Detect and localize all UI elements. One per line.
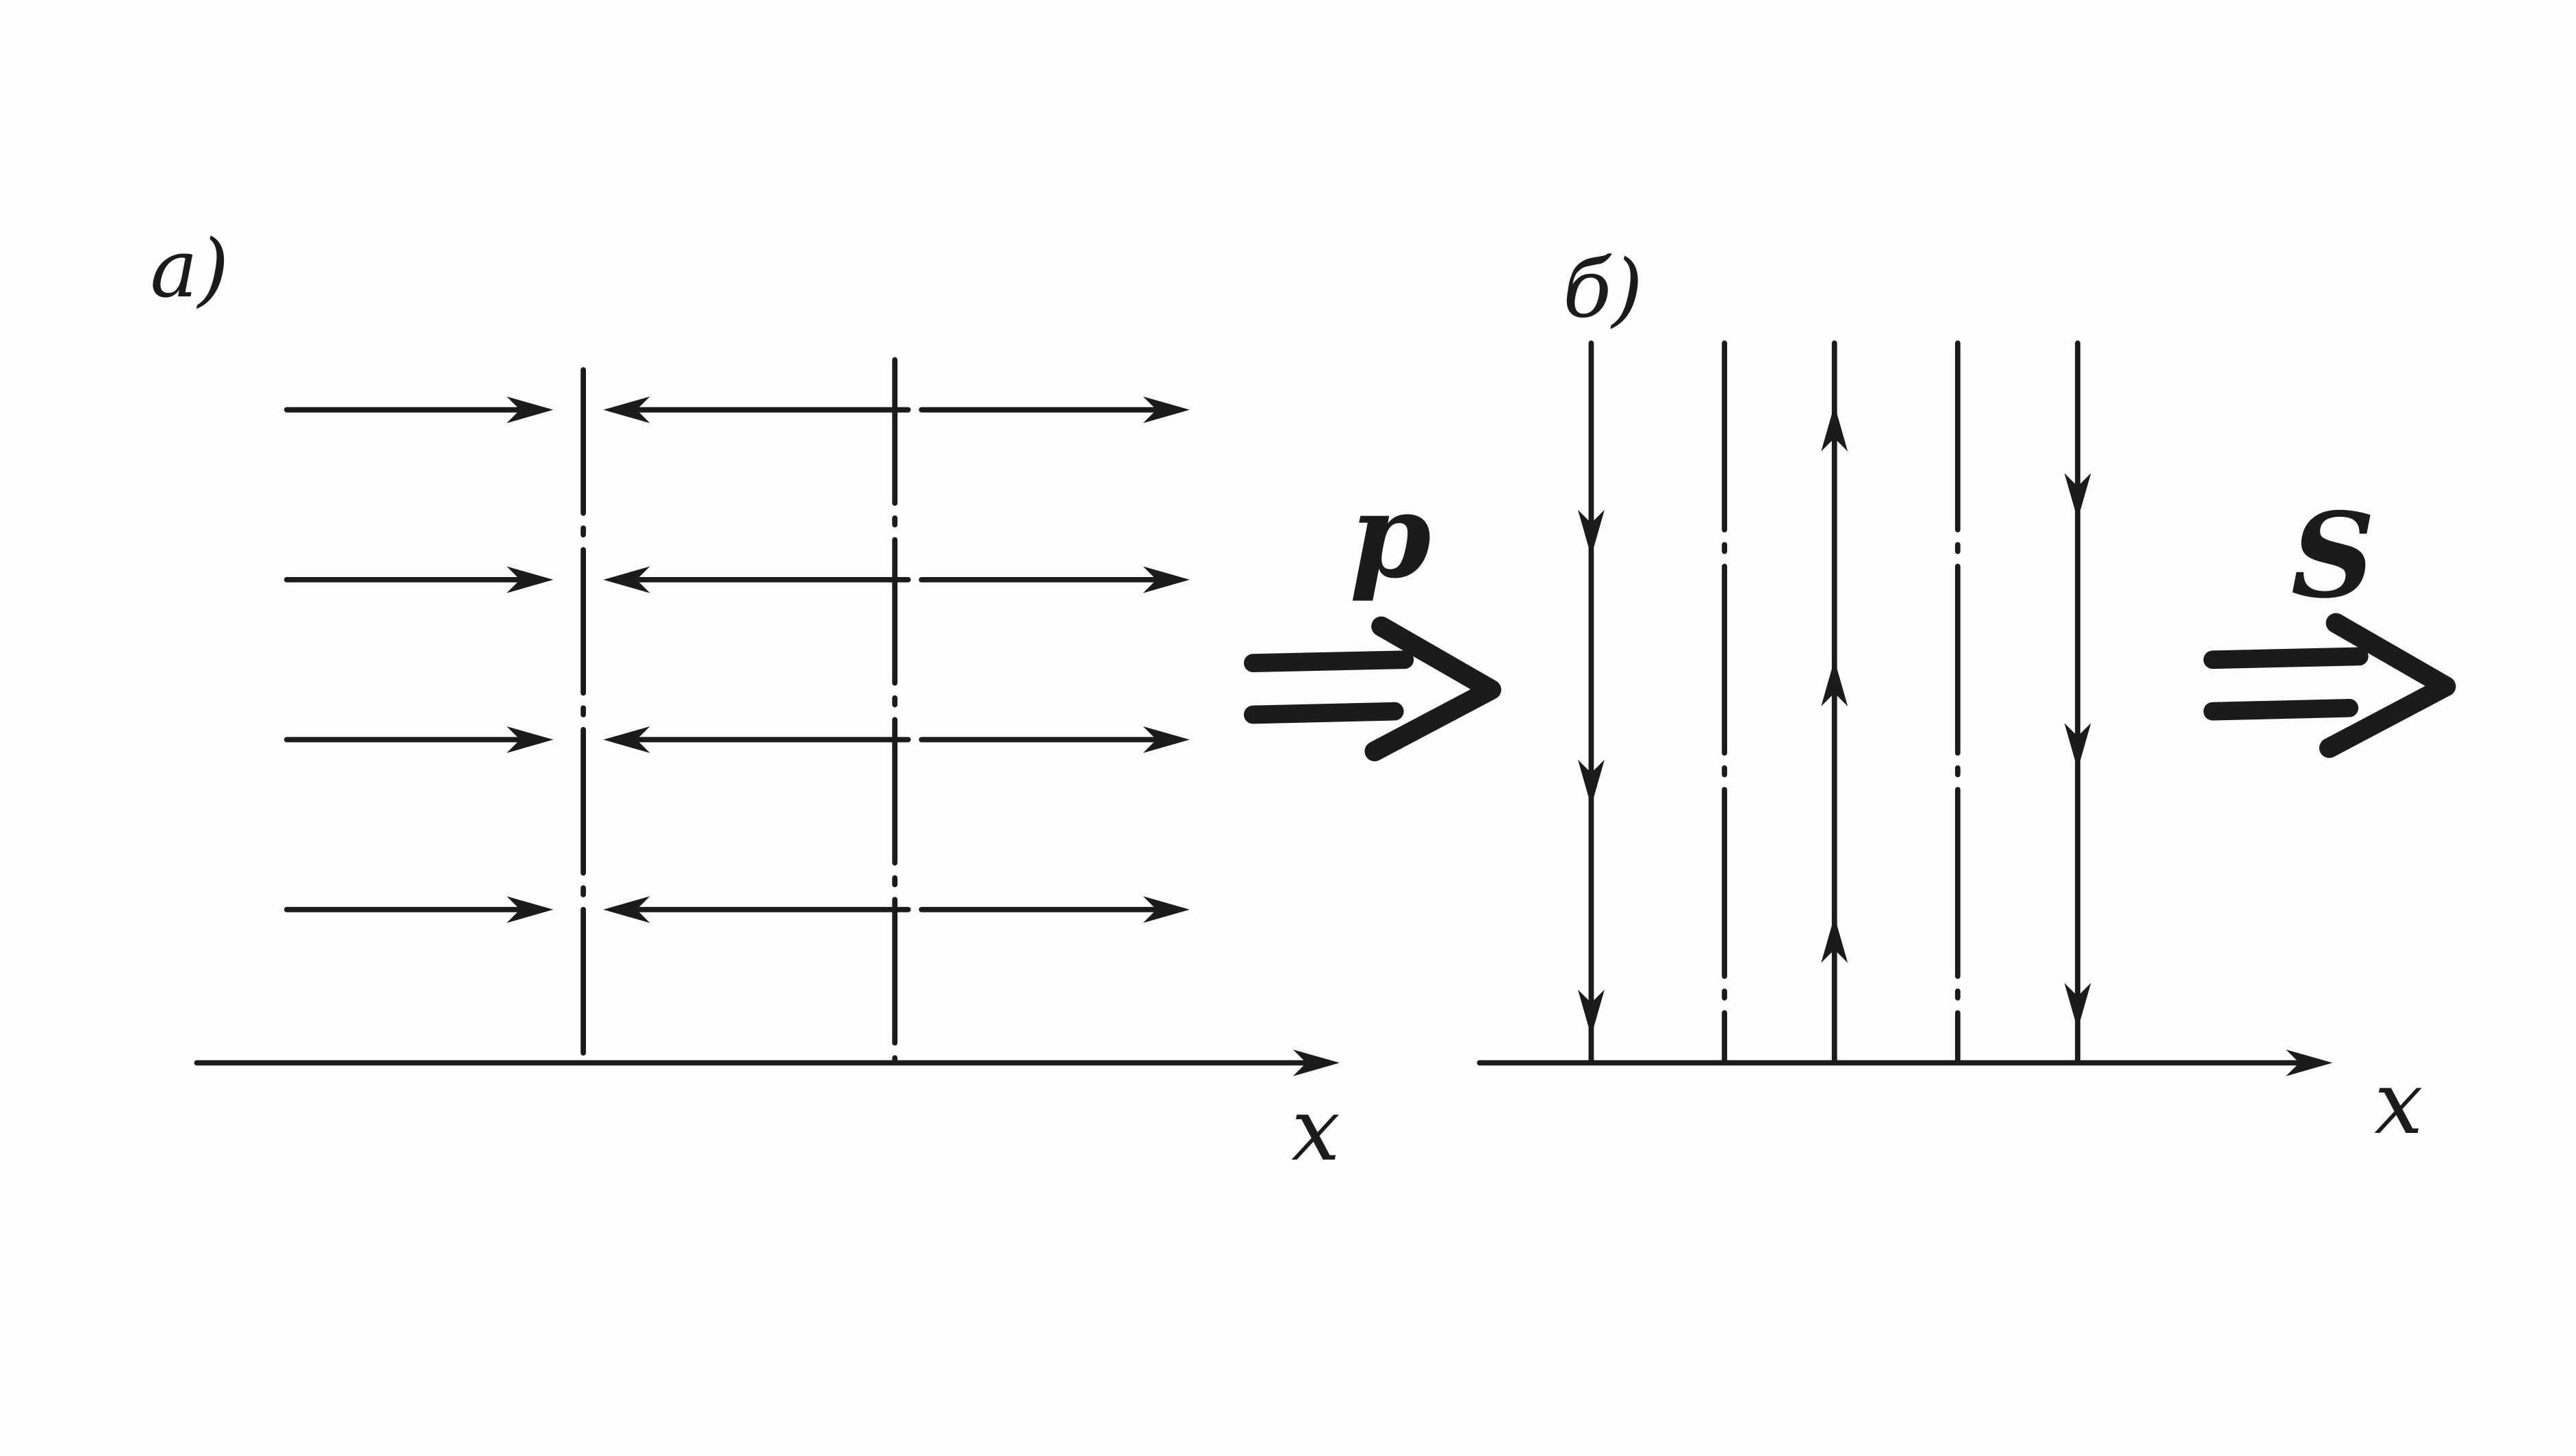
panel-a-arrows: [283, 396, 1190, 923]
panel-b: б) x: [1477, 242, 2423, 1153]
panel-a-axis: [194, 1049, 1340, 1077]
panel-a: a) x: [150, 222, 1340, 1180]
panel-a-label: a): [150, 222, 229, 316]
panel-b-axis: [1477, 1049, 2333, 1077]
s-wave-arrow: S: [2203, 487, 2456, 758]
panel-b-label: б): [1563, 242, 1643, 335]
p-wave-arrow: p: [1244, 468, 1502, 762]
s-wave-label: S: [2291, 487, 2375, 624]
panel-a-x-axis-label: x: [1291, 1080, 1340, 1180]
p-wave-label: p: [1350, 468, 1431, 604]
s-wave-arrow-glyph: [2203, 613, 2456, 758]
panel-a-wavefront-lines: [581, 357, 898, 1066]
panel-b-lines: [1577, 340, 2091, 1066]
p-wave-arrow-glyph: [1244, 616, 1502, 762]
panel-b-x-axis-label: x: [2374, 1053, 2423, 1153]
